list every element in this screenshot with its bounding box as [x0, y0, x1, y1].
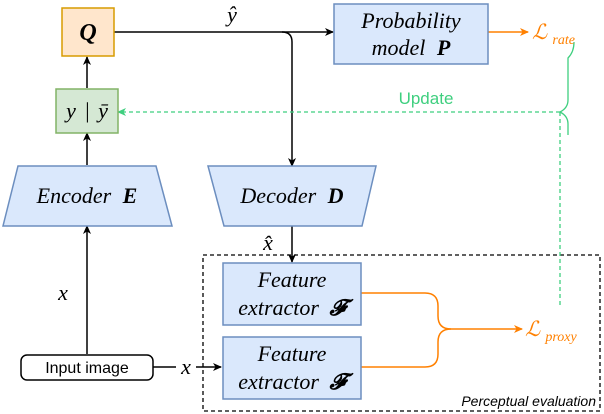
- edge-feature-top-to-proxy-loss: [361, 292, 523, 333]
- input-image-node: Input image: [20, 354, 154, 381]
- latent-y: y: [64, 98, 76, 123]
- proxy-loss-symbol: ℒ: [525, 317, 541, 341]
- latent-bar: |: [84, 98, 90, 123]
- perceptual-evaluation-group: [202, 254, 601, 412]
- rate-loss-symbol: ℒ: [532, 20, 548, 44]
- probability-model-line1: Probability: [360, 8, 461, 33]
- input-image-label: Input image: [45, 360, 129, 377]
- x-label-left: x: [57, 280, 68, 305]
- probability-model-line2: model: [372, 35, 426, 60]
- x-label-right: x: [180, 354, 191, 379]
- latent-node: y | ȳ: [55, 88, 119, 134]
- rate-loss-label: ℒ rate: [532, 20, 575, 48]
- quantizer-symbol: Q: [79, 20, 96, 46]
- svg-text:model P: model P: [372, 35, 451, 60]
- proxy-loss-subscript: proxy: [544, 330, 577, 345]
- probability-model-node: Probability model P: [333, 3, 489, 65]
- decoder-node: Decoder D: [207, 165, 377, 227]
- y-hat-label: ŷ: [225, 2, 237, 27]
- probability-model-symbol: P: [436, 35, 451, 60]
- svg-text:Decoder D: Decoder D: [239, 183, 343, 208]
- rate-loss-subscript: rate: [552, 33, 575, 48]
- svg-text:extractor 𝓕: extractor 𝓕: [238, 295, 354, 320]
- update-brace: [558, 41, 575, 135]
- svg-text:Encoder E: Encoder E: [36, 183, 138, 208]
- svg-text:extractor 𝓕: extractor 𝓕: [238, 369, 354, 394]
- x-label-right-bg: [176, 358, 196, 378]
- x-hat-label: x̂: [262, 230, 273, 255]
- feature-extractor-top-line1: Feature: [257, 267, 327, 292]
- decoder-symbol: D: [327, 183, 344, 208]
- perceptual-evaluation-label: Perceptual evaluation: [461, 393, 596, 409]
- feature-extractor-top-line2: extractor: [238, 295, 319, 320]
- edge-yhat-to-decoder: [281, 31, 296, 167]
- encoder-node: Encoder E: [2, 165, 173, 227]
- proxy-loss-label: ℒ proxy: [525, 317, 578, 345]
- feature-extractor-bottom-node: Feature extractor 𝓕: [222, 336, 362, 400]
- edge-feature-bottom-to-proxy-loss: [361, 328, 452, 368]
- decoder-label: Decoder: [239, 183, 316, 208]
- latent-ybar: ȳ: [96, 98, 109, 123]
- encoder-label: Encoder: [36, 183, 112, 208]
- quantizer-node: Q: [61, 7, 115, 57]
- feature-extractor-bottom-line2: extractor: [238, 369, 319, 394]
- feature-extractor-top-node: Feature extractor 𝓕: [222, 262, 362, 326]
- update-label: Update: [399, 89, 454, 108]
- feature-extractor-bottom-line1: Feature: [257, 341, 327, 366]
- encoder-symbol: E: [122, 183, 138, 208]
